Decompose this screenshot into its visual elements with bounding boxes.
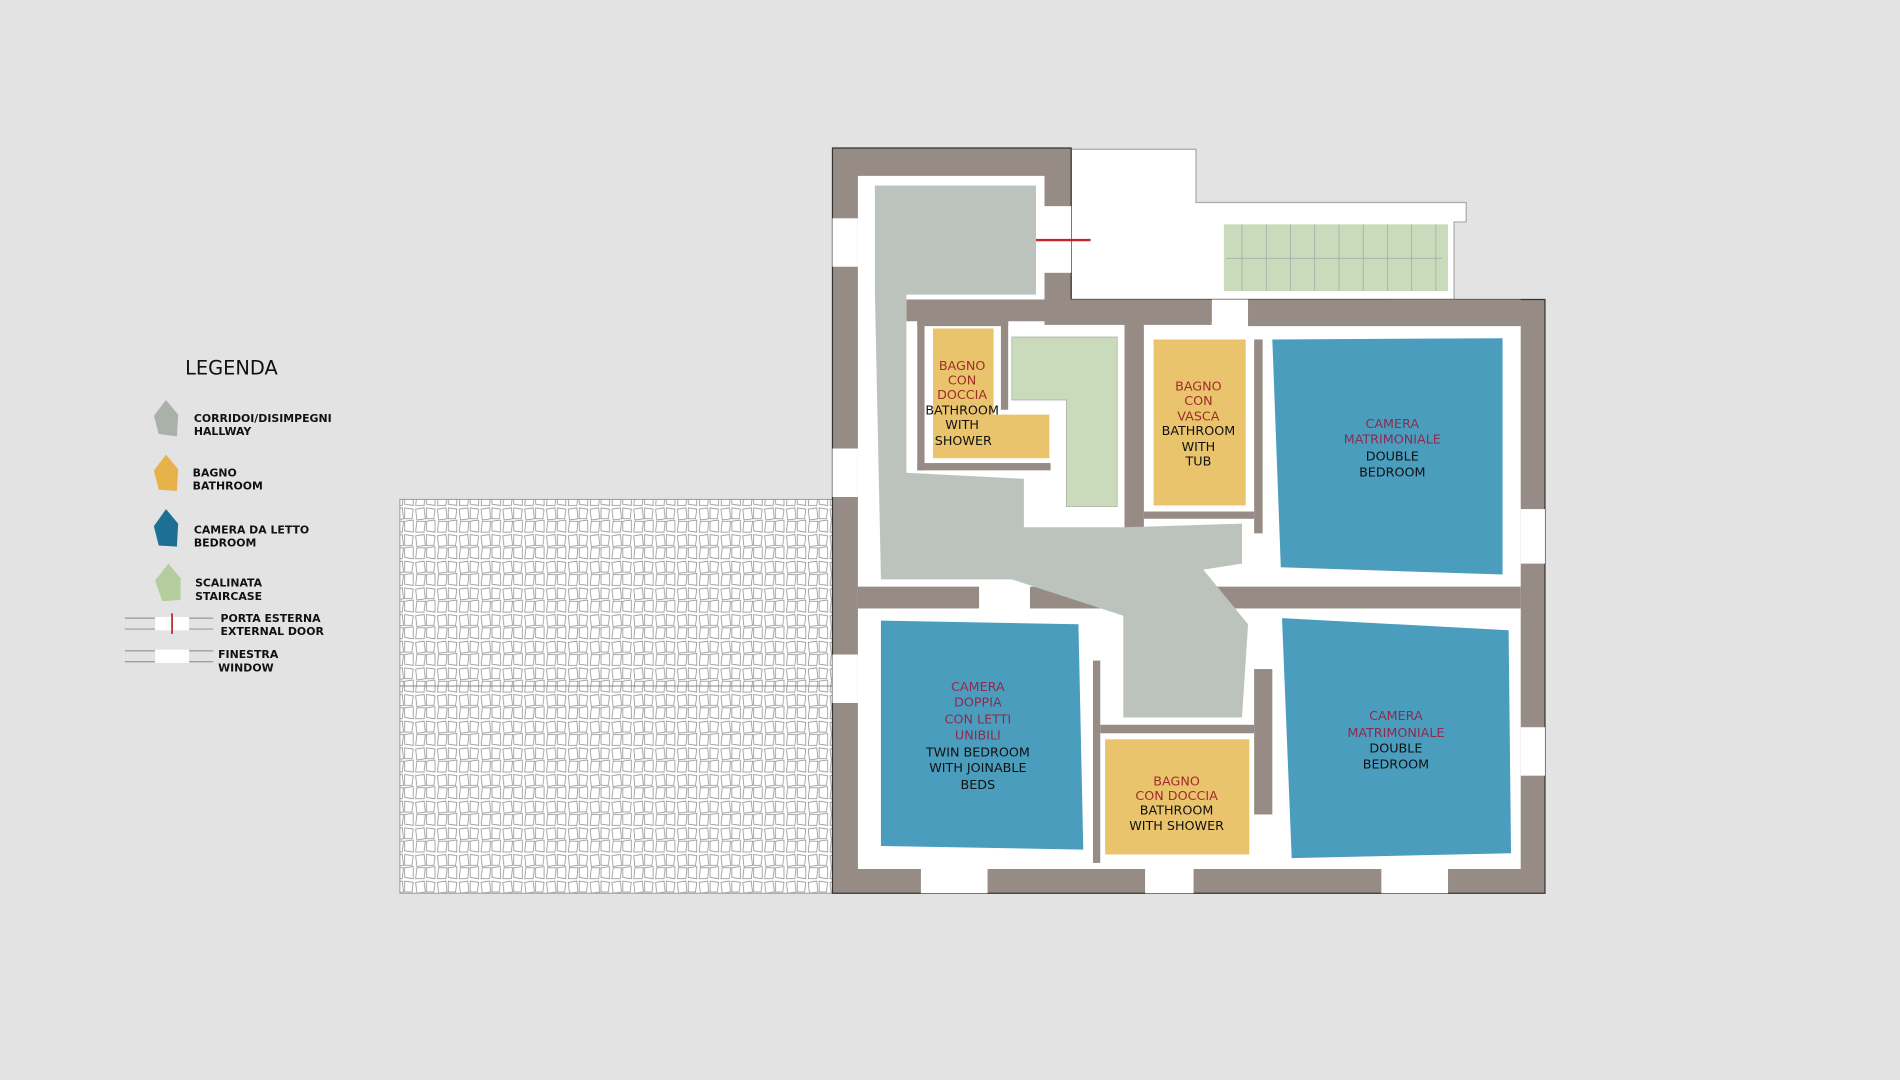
- svg-text:BATHROOM: BATHROOM: [1140, 802, 1214, 817]
- svg-text:SCALINATA: SCALINATA: [195, 577, 263, 590]
- svg-text:MATRIMONIALE: MATRIMONIALE: [1344, 432, 1441, 447]
- label-bedroom2: CAMERA MATRIMONIALE DOUBLE BEDROOM: [1347, 708, 1444, 771]
- paved-courtyard: [399, 498, 833, 894]
- svg-text:STAIRCASE: STAIRCASE: [195, 590, 262, 603]
- svg-text:CAMERA DA LETTO: CAMERA DA LETTO: [194, 523, 309, 536]
- label-bath1: BAGNO CON DOCCIA BATHROOM WITH SHOWER: [925, 358, 999, 448]
- hallway-entry: [874, 185, 1037, 295]
- bedroom-1: [1272, 338, 1503, 575]
- bathroom-1: [933, 328, 1050, 459]
- svg-text:TUB: TUB: [1184, 453, 1211, 468]
- bathroom-2: [1153, 339, 1246, 506]
- svg-text:CORRIDOI/DISIMPEGNI: CORRIDOI/DISIMPEGNI: [194, 412, 332, 425]
- svg-text:DOUBLE: DOUBLE: [1366, 449, 1419, 464]
- svg-text:BEDROOM: BEDROOM: [1359, 464, 1425, 479]
- svg-text:WITH SHOWER: WITH SHOWER: [1129, 818, 1224, 833]
- svg-text:CON: CON: [948, 372, 976, 387]
- external-stair-treads: [1226, 224, 1442, 291]
- label-bath3: BAGNO CON DOCCIA BATHROOM WITH SHOWER: [1129, 773, 1224, 833]
- svg-text:BAGNO: BAGNO: [193, 466, 237, 479]
- svg-text:MATRIMONIALE: MATRIMONIALE: [1347, 725, 1444, 740]
- svg-text:CAMERA: CAMERA: [1369, 708, 1423, 723]
- svg-text:BAGNO: BAGNO: [1175, 378, 1222, 393]
- svg-text:CAMERA: CAMERA: [951, 679, 1005, 694]
- svg-text:BEDROOM: BEDROOM: [194, 537, 257, 550]
- label-bath2: BAGNO CON VASCA BATHROOM WITH TUB: [1162, 378, 1236, 468]
- svg-text:WITH: WITH: [945, 417, 979, 432]
- svg-text:WITH: WITH: [1182, 439, 1216, 454]
- label-bedroom1: CAMERA MATRIMONIALE DOUBLE BEDROOM: [1344, 416, 1441, 479]
- svg-text:PORTA ESTERNA: PORTA ESTERNA: [221, 612, 322, 625]
- svg-text:BATHROOM: BATHROOM: [1162, 423, 1236, 438]
- svg-text:WITH JOINABLE: WITH JOINABLE: [929, 760, 1026, 775]
- svg-text:CON LETTI: CON LETTI: [945, 712, 1012, 727]
- svg-text:CAMERA: CAMERA: [1365, 416, 1419, 431]
- svg-text:TWIN BEDROOM: TWIN BEDROOM: [925, 744, 1030, 759]
- svg-text:DOUBLE: DOUBLE: [1369, 741, 1422, 756]
- svg-text:DOPPIA: DOPPIA: [954, 695, 1002, 710]
- bathroom-3: [1105, 739, 1250, 855]
- hallway-main: [874, 290, 1249, 718]
- legend: LEGENDA CORRIDOI/DISIMPEGNI HALLWAY BAGN…: [124, 357, 332, 674]
- svg-text:HALLWAY: HALLWAY: [194, 425, 251, 438]
- legend-title: LEGENDA: [185, 357, 278, 380]
- svg-text:WINDOW: WINDOW: [218, 661, 274, 674]
- svg-text:BATHROOM: BATHROOM: [193, 480, 263, 493]
- svg-text:BATHROOM: BATHROOM: [925, 403, 999, 418]
- svg-text:CON: CON: [1184, 393, 1212, 408]
- bedroom-swatch-icon: [153, 509, 179, 547]
- twin-bedroom: [880, 620, 1084, 850]
- svg-text:BEDROOM: BEDROOM: [1363, 756, 1429, 771]
- external-staircase: [1223, 224, 1449, 291]
- staircase: [1011, 336, 1118, 508]
- svg-text:UNIBILI: UNIBILI: [955, 727, 1001, 742]
- interior-walls: [857, 299, 1521, 863]
- svg-text:DOCCIA: DOCCIA: [937, 387, 987, 402]
- window-symbol-icon: [124, 649, 214, 663]
- external-door-symbol-icon: [124, 613, 214, 634]
- svg-text:CON DOCCIA: CON DOCCIA: [1135, 788, 1218, 803]
- hallway-swatch-icon: [153, 400, 179, 437]
- svg-text:BEDS: BEDS: [961, 777, 996, 792]
- svg-text:EXTERNAL DOOR: EXTERNAL DOOR: [221, 625, 325, 638]
- staircase-swatch-icon: [155, 563, 181, 602]
- svg-text:SHOWER: SHOWER: [935, 433, 992, 448]
- svg-text:FINESTRA: FINESTRA: [218, 648, 279, 661]
- svg-text:BAGNO: BAGNO: [939, 358, 986, 373]
- bedroom-2: [1282, 618, 1512, 859]
- svg-text:BAGNO: BAGNO: [1153, 773, 1200, 788]
- label-twin: CAMERA DOPPIA CON LETTI UNIBILI TWIN BED…: [925, 679, 1030, 792]
- bathroom-swatch-icon: [153, 454, 179, 491]
- svg-text:VASCA: VASCA: [1177, 409, 1220, 424]
